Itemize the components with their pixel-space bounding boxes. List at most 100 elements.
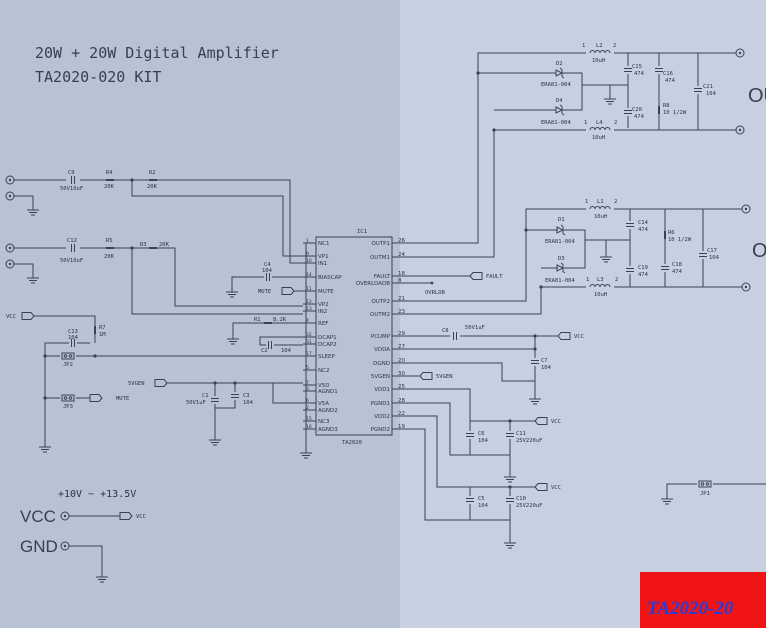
label-c7-value: 104	[541, 365, 552, 371]
ic-pin-number: 13	[306, 306, 312, 312]
label-c16-value: 474	[665, 78, 676, 84]
label-c10-ref: C10	[516, 496, 526, 502]
label-c15-value: 474	[634, 71, 645, 77]
schematic-rect	[506, 431, 514, 439]
schematic-path	[610, 208, 742, 288]
output-label-top: OU	[748, 85, 766, 107]
ic-pin-name: OUTM1	[370, 255, 390, 261]
ic-pin-name: FAULT	[374, 274, 391, 280]
label-r1-value: 8.2K	[273, 317, 287, 323]
schematic-use	[106, 179, 114, 181]
label-r6-ref: R6	[668, 230, 675, 236]
net-labels: VCC 5VGEN MUTE MUTE FAULT OVRLDB 5VGEN V…	[6, 274, 584, 520]
ic-pin-number: 25	[398, 384, 405, 390]
label-d2-ref: D2	[556, 61, 563, 67]
schematic-rect	[624, 108, 632, 116]
schematic-circle	[533, 334, 537, 338]
label-c6-value: 104	[478, 438, 489, 444]
ic-pin-number: 29	[398, 331, 405, 337]
schematic-circle	[492, 128, 496, 132]
label-c17-ref: C17	[707, 248, 717, 254]
schematic-circle	[508, 485, 512, 489]
label-c2-value: 104	[281, 348, 292, 354]
label-d1-ref: D1	[558, 217, 565, 223]
net-vcc-vdd2: VCC	[551, 485, 561, 491]
label-l1-pin2: 2	[614, 199, 617, 205]
ic-part: TA2020	[342, 440, 362, 446]
ic-pin-name: NC3	[318, 419, 330, 425]
net-vcc-power: VCC	[136, 514, 146, 520]
schematic-rect	[60, 394, 76, 402]
label-c18-value: 474	[672, 269, 683, 275]
label-c1-value: 50V1uF	[186, 400, 206, 406]
label-c8-ref: C8	[442, 328, 449, 334]
ic-pin-name: AGND1	[318, 389, 338, 395]
ic1: IC1 TA2020 NC11VP19IN110BIASCAP14MUTE11V…	[303, 229, 405, 446]
label-l4-pin2: 2	[614, 120, 617, 126]
label-d4-value: ERA81-004	[541, 120, 571, 126]
ic-pin-number: 4	[306, 318, 309, 324]
label-c14-ref: C14	[638, 220, 649, 226]
ic-pin-name: IN1	[318, 261, 327, 267]
schematic-rect	[640, 572, 766, 628]
label-c20-value: 474	[634, 114, 645, 120]
component-labels: C9 50V10uF R4 20K R2 20K C12 50V10uF R5 …	[60, 43, 720, 509]
label-c11-value: 25V220uF	[516, 438, 543, 444]
schematic-use	[149, 179, 157, 181]
ic-pin-name: V5A	[318, 401, 329, 407]
title-line1: 20W + 20W Digital Amplifier	[35, 44, 279, 62]
label-c3-ref: C3	[243, 393, 250, 399]
ic-pin-name: PGND1	[371, 401, 390, 407]
label-r3-ref: R3	[140, 242, 147, 248]
label-d3-ref: D3	[558, 256, 565, 262]
label-l2-ref: L2	[596, 43, 603, 49]
ic-pin-name: VDD1	[374, 387, 390, 393]
schematic-use	[94, 326, 96, 334]
label-r4-value: 20K	[104, 184, 115, 190]
schematic-path	[392, 208, 630, 315]
ic-pin-name: OUTP1	[371, 241, 390, 247]
schematic-circle	[476, 71, 480, 75]
ic-pin-number: 5	[306, 365, 309, 371]
label-r5-value: 20K	[104, 254, 115, 260]
schematic-rect	[626, 266, 634, 274]
label-d4-ref: D4	[556, 98, 563, 104]
schematic-path	[14, 263, 34, 271]
schematic-use	[658, 106, 660, 114]
schematic-path	[392, 52, 628, 258]
ic-pin-number: 22	[398, 411, 405, 417]
schematic-use	[664, 231, 666, 239]
label-c13-ref: C13	[68, 329, 78, 335]
ic-pin-name: OUTM2	[370, 312, 390, 318]
ic-pin-name: IN2	[318, 309, 327, 315]
schematic-path	[666, 483, 766, 492]
net-vcc-sleep: VCC	[6, 314, 16, 320]
schematic-rect	[655, 66, 663, 74]
label-jp3: JP3	[63, 404, 73, 410]
schematic-use	[106, 247, 114, 249]
label-c12-value: 50V10uF	[60, 258, 83, 264]
schematic-rect	[661, 264, 669, 272]
schematic-path	[231, 276, 303, 285]
label-d2-value: ERA81-004	[541, 82, 571, 88]
schematic-rect	[697, 480, 713, 488]
ic-pin-number: 20	[398, 358, 405, 364]
badge-text: TA2020-20	[647, 598, 734, 619]
ic-pin-name: OVERLOADB	[356, 281, 390, 287]
schematic-rect	[66, 244, 80, 252]
schematic-use	[149, 247, 157, 249]
ic-pin-name: REF	[318, 321, 328, 327]
ic-pin-number: 2	[306, 405, 309, 411]
label-c8-value: 50V1uF	[465, 325, 485, 331]
schematic-circle	[233, 381, 237, 385]
ic-pin-name: BIASCAP	[318, 275, 342, 281]
net-5vgen-right: 5VGEN	[436, 374, 453, 380]
label-r7-value: 1M	[99, 332, 106, 338]
power-gnd-label: GND	[20, 537, 58, 556]
component-symbols	[60, 49, 713, 504]
ic-pin-number: 1	[306, 238, 309, 244]
label-r1-ref: R1	[254, 317, 261, 323]
label-c17-value: 104	[709, 255, 720, 261]
schematic-path	[232, 322, 303, 332]
